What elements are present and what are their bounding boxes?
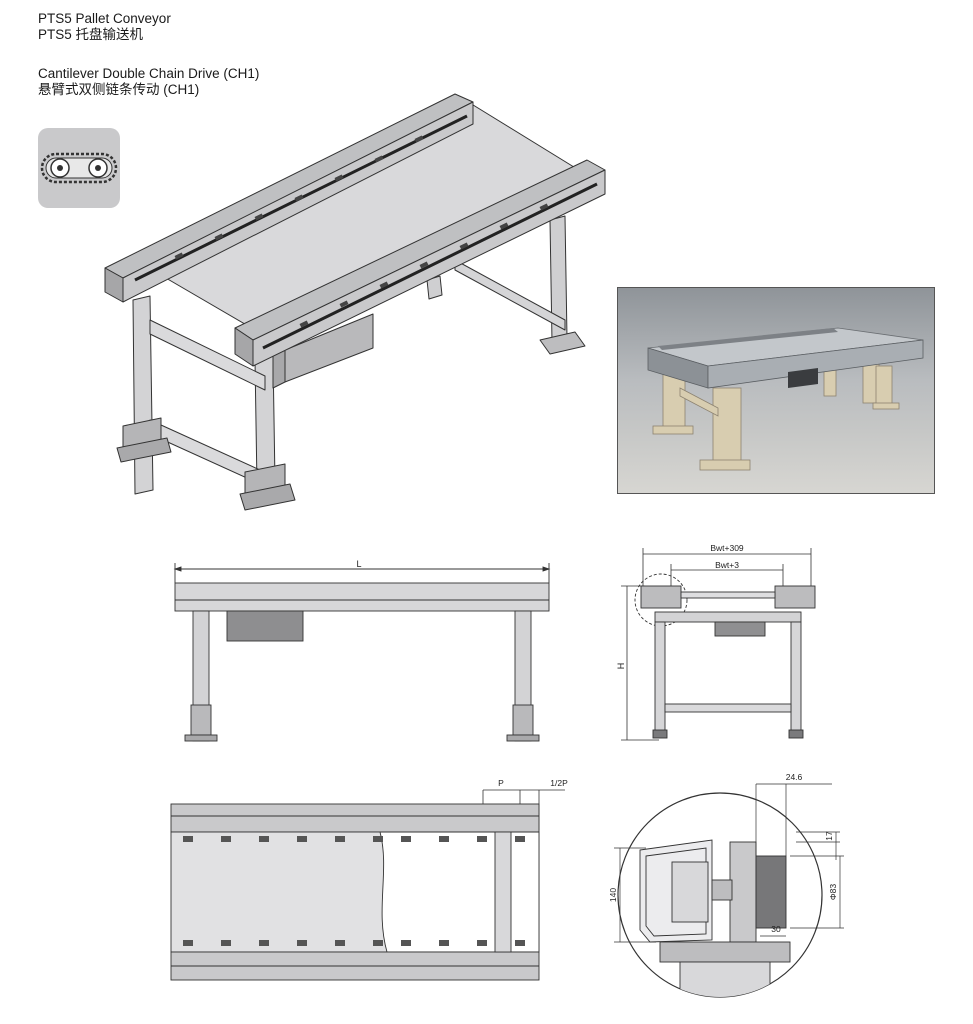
conveyor-photo — [617, 287, 935, 494]
subtitle-chinese: 悬臂式双侧链条传动 (CH1) — [38, 82, 200, 97]
isometric-conveyor-drawing — [104, 93, 606, 511]
subtitle-english: Cantilever Double Chain Drive (CH1) — [38, 66, 260, 81]
detail-section-drawing: 24.6 17 Φ83 140 30 — [608, 772, 844, 998]
title-chinese: PTS5 托盘输送机 — [38, 27, 144, 42]
dim-17-label: 17 — [824, 831, 834, 841]
dim-pitch-label: P — [498, 778, 504, 788]
dim-30-label: 30 — [771, 924, 781, 934]
side-elevation-drawing: L — [173, 559, 551, 742]
top-plan-drawing: P 1/2P — [170, 778, 568, 981]
dim-24-6-label: 24.6 — [786, 772, 803, 782]
dim-half-pitch-label: 1/2P — [550, 778, 568, 788]
end-view-drawing: Bwt+309 Bwt+3 H — [616, 543, 816, 741]
dim-83-label: Φ83 — [828, 884, 838, 901]
dim-height-label: H — [616, 663, 626, 670]
title-english: PTS5 Pallet Conveyor — [38, 11, 171, 26]
dim-outer-width-label: Bwt+309 — [710, 543, 744, 553]
dim-140-label: 140 — [608, 888, 618, 902]
double-chain-icon — [38, 128, 120, 208]
dim-inner-width-label: Bwt+3 — [715, 560, 739, 570]
dim-length-label: L — [356, 559, 361, 569]
